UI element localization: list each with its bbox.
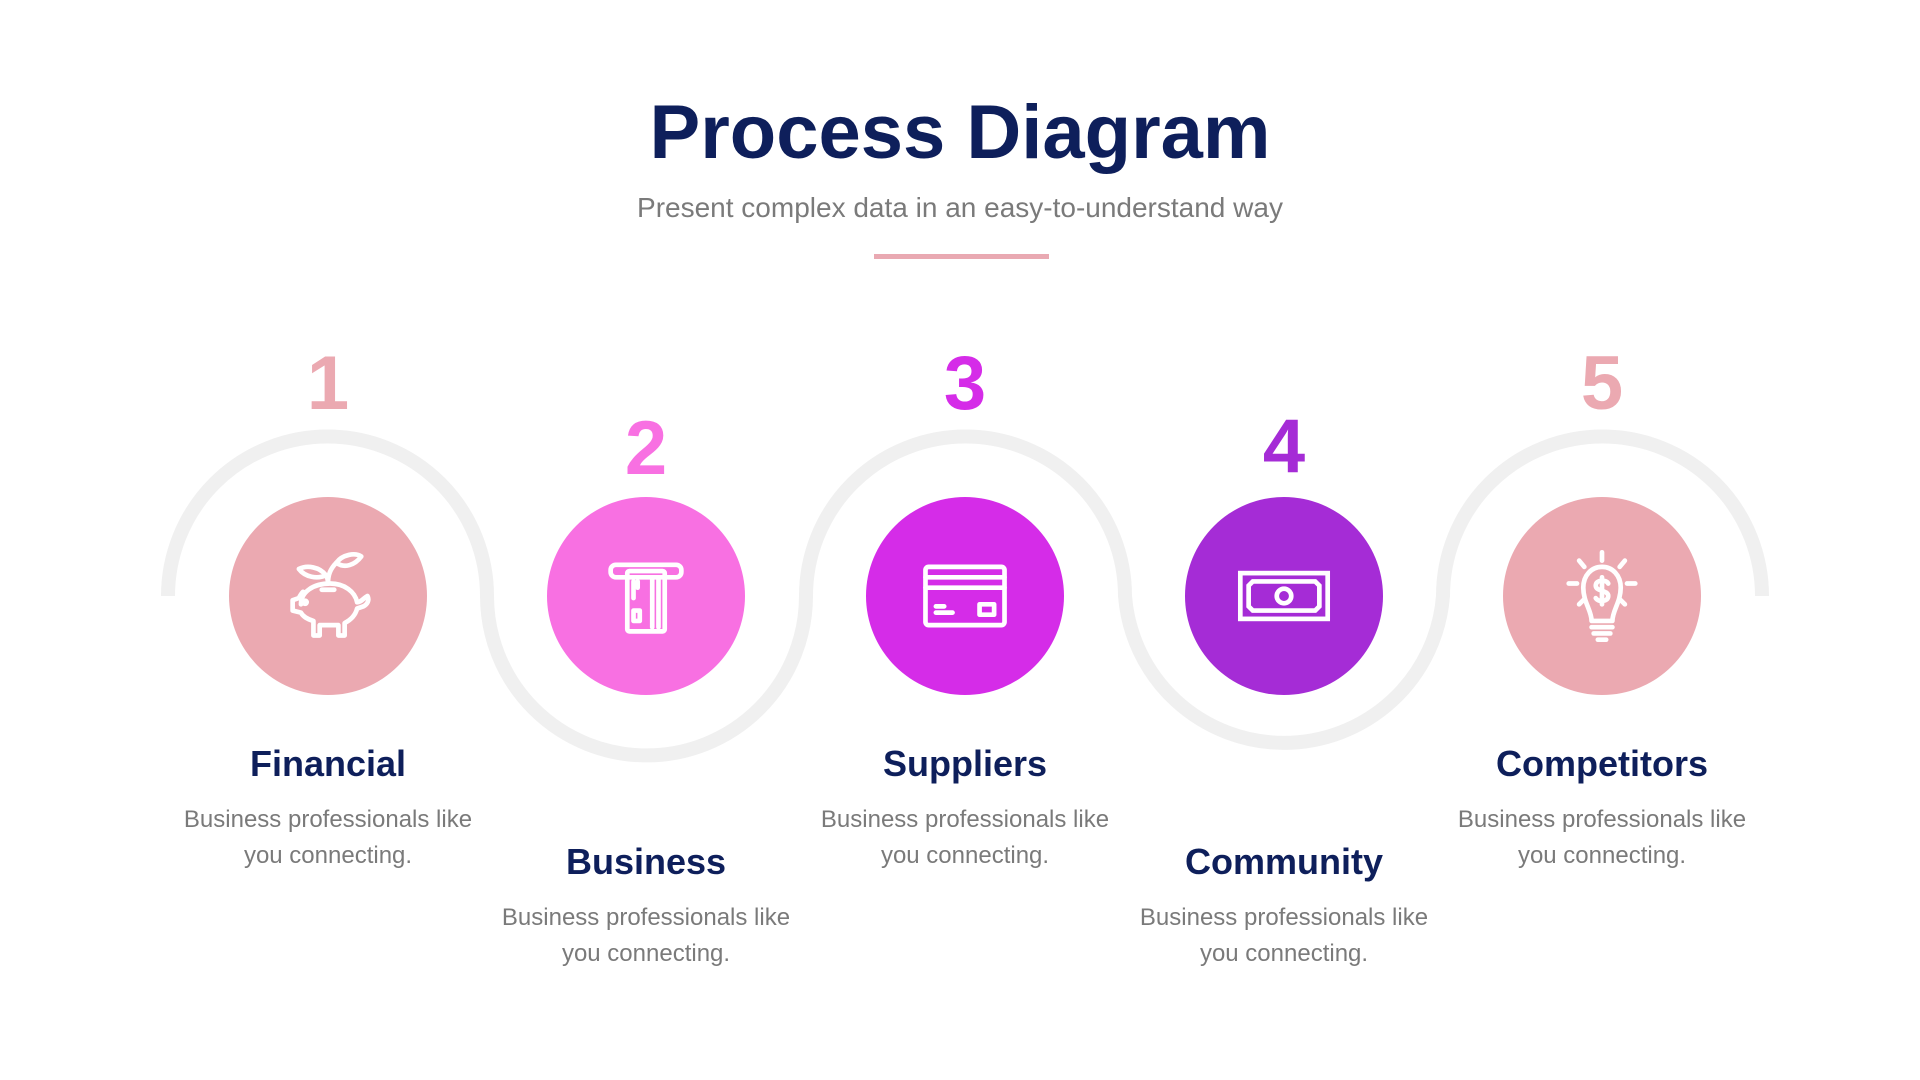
step-desc-5: Business professionals like you connecti… (1432, 802, 1772, 874)
step-desc-5-line2: you connecting. (1517, 842, 1687, 869)
step-title-2: Business (565, 841, 727, 882)
step-number-5: 5 (1580, 341, 1624, 426)
step-number-3: 3 (943, 341, 987, 426)
step-text-5: Competitors Business professionals like … (1432, 742, 1772, 874)
step-desc-3-line1: Business professionals like (820, 806, 1110, 833)
step-title-3: Suppliers (882, 743, 1048, 784)
step-title-4: Community (1185, 841, 1383, 882)
step-desc-3-line2: you connecting. (880, 842, 1050, 869)
step-desc-4-line2: you connecting. (1199, 940, 1369, 967)
banknote-icon (1237, 570, 1331, 622)
piggy-bank-icon (290, 552, 371, 638)
step-number-1: 1 (306, 341, 350, 426)
step-text-2: Business Business professionals like you… (476, 840, 816, 972)
step-text-4: Community Business professionals like yo… (1114, 840, 1454, 972)
step-desc-5-line1: Business professionals like (1457, 806, 1747, 833)
step-circle-3 (866, 497, 1064, 695)
page-subtitle: Present complex data in an easy-to-under… (637, 192, 1283, 223)
step-number-4: 4 (1262, 404, 1306, 489)
step-desc-2: Business professionals like you connecti… (476, 900, 816, 972)
lightbulb-dollar-icon (1566, 549, 1638, 643)
title-divider (874, 254, 1049, 259)
step-title-5: Competitors (1495, 743, 1708, 784)
step-desc-1-line1: Business professionals like (183, 806, 473, 833)
step-title-1: Financial (249, 743, 407, 784)
step-desc-4-line1: Business professionals like (1139, 904, 1429, 931)
step-circle-1 (229, 497, 427, 695)
step-text-1: Financial Business professionals like yo… (158, 742, 498, 874)
atm-card-icon (608, 562, 684, 634)
step-desc-3: Business professionals like you connecti… (795, 802, 1135, 874)
step-text-3: Suppliers Business professionals like yo… (795, 742, 1135, 874)
step-circle-5 (1503, 497, 1701, 695)
step-desc-2-line2: you connecting. (561, 940, 731, 967)
page-title: Process Diagram (649, 90, 1271, 175)
step-desc-1: Business professionals like you connecti… (158, 802, 498, 874)
step-desc-4: Business professionals like you connecti… (1114, 900, 1454, 972)
step-circle-4 (1185, 497, 1383, 695)
step-desc-1-line2: you connecting. (243, 842, 413, 869)
step-number-2: 2 (624, 406, 668, 491)
step-circle-2 (547, 497, 745, 695)
credit-card-icon (923, 564, 1007, 628)
step-desc-2-line1: Business professionals like (501, 904, 791, 931)
